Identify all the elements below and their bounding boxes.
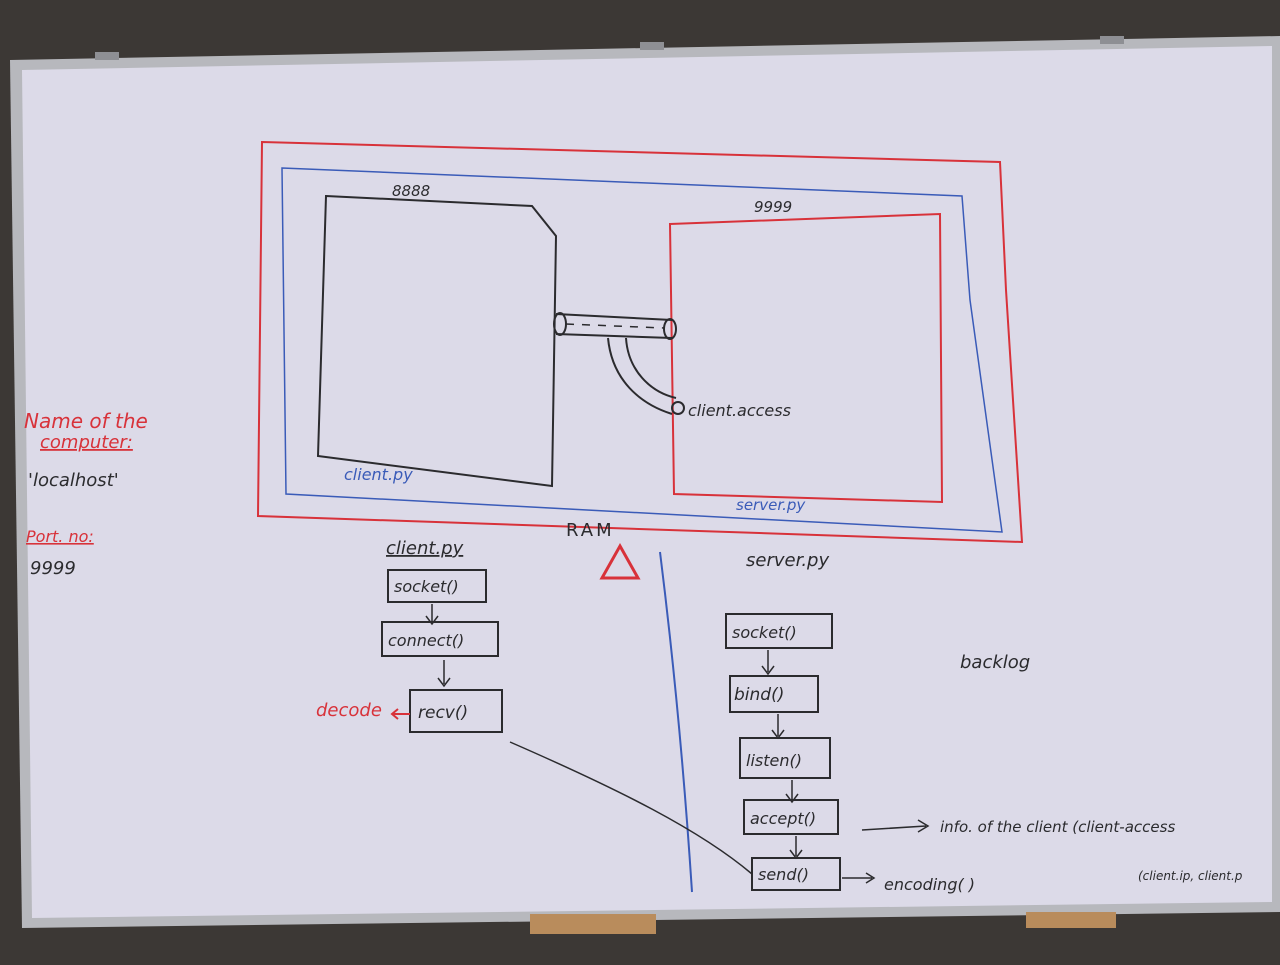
port-heading: Port. no: (26, 527, 94, 546)
pipe-end (663, 318, 677, 340)
client-flow-title: client.py (386, 538, 464, 559)
port-value: 9999 (30, 558, 76, 579)
ram-outer-box (256, 140, 1024, 544)
computer-name-heading: Name of the (24, 409, 148, 433)
top-clip (95, 52, 119, 60)
server-accept-label: accept() (750, 809, 816, 828)
computer-name-value: 'localhost' (28, 470, 119, 491)
flow-arrow (425, 604, 439, 626)
server-socket-step (725, 613, 833, 649)
port-8888-label: 8888 (392, 182, 430, 200)
ram-inner-box (281, 167, 1003, 533)
server-send-label: send() (758, 865, 809, 884)
server-flow-title: server.py (746, 550, 829, 571)
accept-note-2: (client.ip, client.p (1138, 869, 1243, 883)
decode-label: decode (316, 700, 382, 721)
top-clip (1100, 36, 1124, 44)
wood-block (1026, 912, 1116, 928)
server-accept-step (743, 799, 839, 835)
backlog-label: backlog (960, 652, 1030, 673)
client-connect-step (381, 621, 499, 657)
flow-arrow (437, 660, 451, 688)
client-process-box (316, 194, 558, 488)
send-note: encoding( ) (884, 875, 975, 894)
divider-line (659, 551, 693, 893)
server-bind-label: bind() (734, 685, 784, 705)
warning-triangle-icon (599, 542, 641, 580)
pipe-dashes (565, 323, 665, 329)
send-note-arrow (842, 872, 876, 884)
flow-arrow (761, 650, 775, 676)
data-flow-curve (509, 741, 753, 875)
whiteboard-surface (22, 46, 1272, 918)
connection-pipe (555, 313, 673, 339)
computer-name-heading-2: computer: (40, 432, 133, 453)
top-clip (640, 42, 664, 50)
port-9999-label: 9999 (754, 198, 792, 216)
server-listen-step (739, 737, 831, 779)
flow-arrow (785, 780, 799, 804)
accept-note: info. of the client (client-access (940, 818, 1175, 836)
client-access-label: client.access (688, 401, 791, 420)
client-box-label: client.py (344, 465, 413, 484)
ram-label: RAM (566, 520, 615, 541)
decode-arrow (390, 708, 410, 720)
access-socket (671, 401, 685, 415)
client-recv-label: recv() (418, 703, 468, 723)
client-recv-step (409, 689, 503, 733)
server-socket-label: socket() (732, 623, 797, 642)
server-box-label: server.py (736, 496, 806, 514)
access-pipe (607, 337, 677, 415)
accept-note-arrow (861, 819, 930, 833)
server-listen-label: listen() (746, 751, 802, 770)
client-socket-label: socket() (394, 577, 459, 596)
client-connect-label: connect() (388, 631, 464, 650)
server-bind-step (729, 675, 819, 713)
wood-block (530, 914, 656, 934)
client-socket-step (387, 569, 487, 603)
